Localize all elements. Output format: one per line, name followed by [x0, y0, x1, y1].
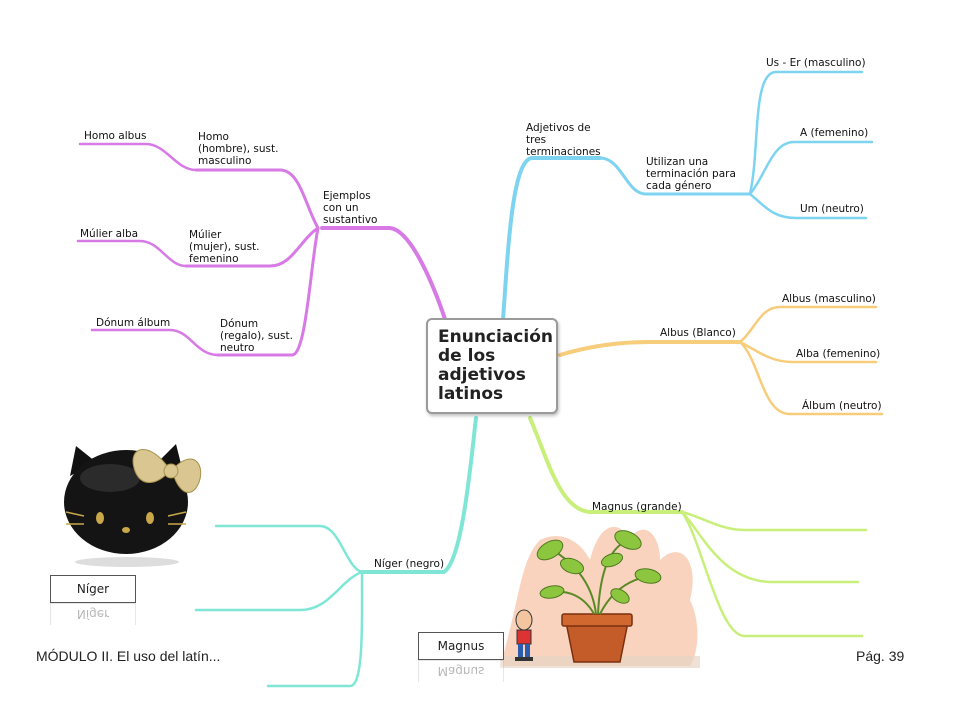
magnus-connectors [528, 416, 868, 638]
footer-module: MÓDULO II. El uso del latín... [36, 648, 221, 664]
wire-niger-2 [194, 570, 364, 612]
node-homo[interactable]: Homo (hombre), sust. masculino [198, 131, 279, 167]
magnus-caption: Magnus [418, 632, 504, 660]
footer-page: Pág. 39 [856, 648, 905, 664]
node-utilizan[interactable]: Utilizan una terminación para cada géner… [646, 156, 736, 192]
node-a[interactable]: A (femenino) [800, 127, 869, 139]
niger-connectors [194, 416, 478, 688]
node-um[interactable]: Um (neutro) [800, 203, 864, 215]
adjetivos-connectors [501, 70, 874, 322]
node-albus-masc[interactable]: Albus (masculino) [782, 293, 876, 305]
node-magnus[interactable]: Magnus (grande) [592, 501, 682, 513]
wire-ejemplos-donum [216, 226, 320, 357]
wire-homo-example [78, 142, 198, 172]
wire-albus-masc [738, 305, 878, 344]
wire-magnus-2 [680, 510, 860, 584]
niger-caption: Níger [50, 575, 136, 603]
wire-center-ejemplos [320, 226, 448, 324]
node-albus-fem[interactable]: Alba (femenino) [796, 348, 881, 360]
wire-center-magnus [528, 416, 684, 514]
wire-niger-1 [214, 524, 364, 574]
wire-ejemplos-mulier [184, 226, 320, 268]
wire-utilizan-a [748, 140, 874, 196]
plant-illustration [500, 526, 700, 668]
center-node[interactable]: Enunciación de los adjetivos latinos [426, 318, 558, 414]
ejemplos-connectors [76, 142, 448, 357]
wire-utilizan-um [748, 192, 868, 220]
wire-albus-fem [738, 340, 878, 364]
node-ejemplos[interactable]: Ejemplos con un sustantivo [323, 190, 378, 226]
albus-connectors [558, 305, 884, 416]
black-cat-image [64, 444, 202, 567]
node-albus[interactable]: Albus (Blanco) [660, 327, 736, 339]
wire-magnus-3 [680, 510, 864, 638]
node-albus-neut[interactable]: Álbum (neutro) [802, 400, 882, 412]
node-donum[interactable]: Dónum (regalo), sust. neutro [220, 318, 293, 354]
wire-utilizan-us [748, 70, 864, 196]
wire-center-albus [558, 340, 742, 357]
node-us[interactable]: Us - Er (masculino) [766, 57, 866, 69]
magnus-caption-reflection: Magnus [418, 660, 504, 682]
node-adjetivos[interactable]: Adjetivos de tres terminaciones [526, 122, 601, 158]
node-donum-example[interactable]: Dónum álbum [96, 317, 171, 329]
node-niger[interactable]: Níger (negro) [374, 558, 445, 570]
wire-mulier-example [76, 239, 188, 268]
wire-donum-example [90, 328, 220, 357]
wire-adjetivos-utilizan [598, 156, 752, 196]
wire-ejemplos-homo [194, 168, 320, 230]
man-figure [515, 609, 533, 661]
node-homo-example[interactable]: Homo albus [84, 130, 147, 142]
wire-niger-3 [266, 570, 364, 688]
wire-albus-neut [738, 340, 884, 416]
wire-center-niger [360, 416, 478, 574]
wire-center-adjetivos [501, 156, 602, 322]
wire-magnus-1 [680, 510, 868, 532]
node-mulier[interactable]: Múlier (mujer), sust. femenino [189, 229, 260, 265]
niger-caption-reflection: Níger [50, 603, 136, 625]
node-mulier-example[interactable]: Múlier alba [80, 228, 139, 240]
